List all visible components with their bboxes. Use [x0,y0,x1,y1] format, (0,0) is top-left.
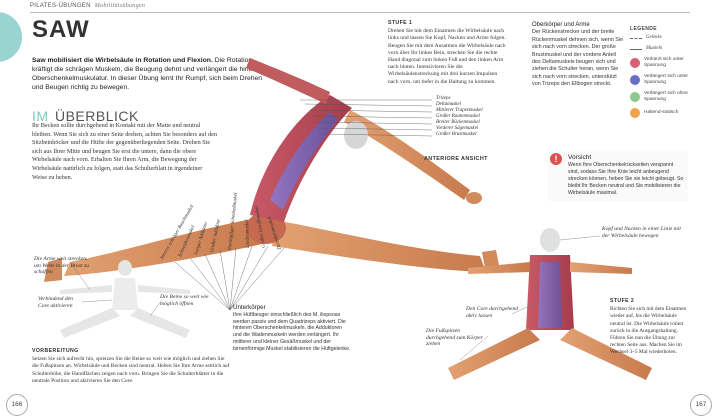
oblique-muscles [270,112,338,210]
stufe2-text: Richten Sie sich mit dem Einatmen wieder… [610,306,687,356]
legend-label: Verlängert sich unter Spannung [644,74,688,85]
muscle-line-icon [630,48,642,50]
caution-box: ! Vorsicht Wenn Ihre Oberschenkelrücksei… [548,150,688,201]
lower-body-block: Unterkörper Ihre Hüftbeuger einschließli… [233,304,351,353]
legend-label: Verlängert sich ohne Spannung [644,91,688,102]
annotation-arms: Die Arme weit strecken, um Weite in der … [34,256,89,276]
upper-muscle-labels: Trizeps Deltamuskel Mittlerer Trapezmusk… [436,96,483,138]
annotation-lines [69,235,601,361]
preparation-block: VORBEREITUNG Setzen Sie sich aufrecht hi… [32,348,232,385]
stufe2-block: STUFE 2 Richten Sie sich mit dem Einatme… [610,298,690,357]
stufe1-text: Drehen Sie mit dem Einatmen die Wirbelsä… [388,28,506,85]
annotation-core-right: Den Core durchgehend aktiv lassen [466,306,519,319]
annotation-toes: Die Fußspitzen durchgehend zum Körper zi… [426,328,483,348]
muscle-label: Trizeps [436,96,451,101]
green-swatch-icon [630,92,640,102]
upper-body-title: Oberkörper und Arme [532,22,590,28]
lower-body-text: Ihre Hüftbeuger einschließlich des M. il… [233,311,351,352]
caution-text: Wenn Ihre Oberschenkelrückseiten verspan… [568,162,684,196]
red-swatch-icon [630,58,640,68]
legend-label: Muskeln [646,46,663,51]
annotation-head: Kopf und Nacken in einer Linie mit der W… [602,226,681,239]
preparation-title: VORBEREITUNG [32,348,79,354]
front-arm [344,110,470,200]
muscle-label: Lendenmuskel [245,219,251,248]
stufe1-block: STUFE 1 Drehen Sie mit dem Einatmen die … [388,20,508,86]
intro-body: Die Rotation kräftigt die schrägen Muske… [32,57,263,91]
preparation-figure [60,260,190,338]
stufe1-title: STUFE 1 [388,20,413,26]
head [344,121,368,149]
muscle-label: Deltamuskel [436,102,461,107]
caution-title: Vorsicht [568,154,592,161]
legend: LEGENDE Gelenke Muskeln Verkürzt sich un… [630,26,692,123]
legend-row: Verlängert sich unter Spannung [630,74,692,86]
header-rule [30,12,690,13]
legend-row-gelenke: Gelenke [630,35,692,41]
legend-label: Gelenke [646,35,662,40]
right-leg [272,220,486,272]
legend-row: Haltend-statisch [630,108,692,118]
page-title: SAW [32,16,90,43]
left-leg [64,218,262,276]
lower-body-title: Unterkörper [233,304,266,311]
anterior-view-label: ANTERIORE ANSICHT [424,156,488,162]
header-section: PILATES-ÜBUNGEN [30,3,91,9]
legend-label: Verkürzt sich unter Spannung [644,57,684,68]
purple-swatch-icon [630,75,640,85]
front-hand [466,192,482,204]
legend-row: Verkürzt sich unter Spannung [630,57,692,69]
annotation-legs: Die Beine so weit wie möglich öffnen [160,294,209,307]
legend-label: Haltend-statisch [644,110,679,115]
overview-heading: IM ÜBERBLICK [32,108,139,124]
legend-title: LEGENDE [630,26,657,32]
upper-body-block: Oberkörper und Arme Der Rückenstrecker u… [532,22,624,89]
joint-line-icon [630,37,642,39]
muscle-label: Mittlerer Trapezmuskel [436,108,483,113]
anterior-figure [448,228,652,380]
upper-leader-lines [300,99,433,137]
warning-icon: ! [550,153,562,165]
page-number-left: 166 [6,394,28,416]
page-number-right: 167 [690,394,712,416]
legend-row-muskeln: Muskeln [630,46,692,52]
stufe2-title: STUFE 2 [610,298,635,304]
preparation-text: Setzen Sie sich aufrecht hin, spreizen S… [32,356,230,384]
muscle-label: Großer Brustmuskel [436,132,477,137]
orange-swatch-icon [630,108,640,118]
lower-leader-lines [174,245,285,311]
overview-heading-main: ÜBERBLICK [54,108,139,124]
main-figure [44,58,500,282]
muscle-label: Vorderer Sägemuskel [436,126,479,131]
decorative-teal-circle [0,12,22,62]
overview-text: Ihr Becken sollte durchgehend in Kontakt… [32,122,217,181]
intro-text: Saw mobilisiert die Wirbelsäule in Rotat… [32,56,272,92]
muscle-label: Breiter Rückenmuskel [436,120,480,125]
header-subsection: Mobilitätsübungen [94,3,146,9]
left-foot [44,258,62,282]
overview-heading-prefix: IM [32,108,49,124]
legend-row: Verlängert sich ohne Spannung [630,91,692,103]
intro-lead: Saw mobilisiert die Wirbelsäule in Rotat… [32,57,213,64]
upper-body-text: Der Rückenstrecker und der breite Rücken… [532,29,624,88]
muscle-label: Großer Rautenmuskel [436,114,480,119]
back-arm [246,58,330,104]
annotation-core: Verbindend den Core aktivieren [38,296,73,309]
